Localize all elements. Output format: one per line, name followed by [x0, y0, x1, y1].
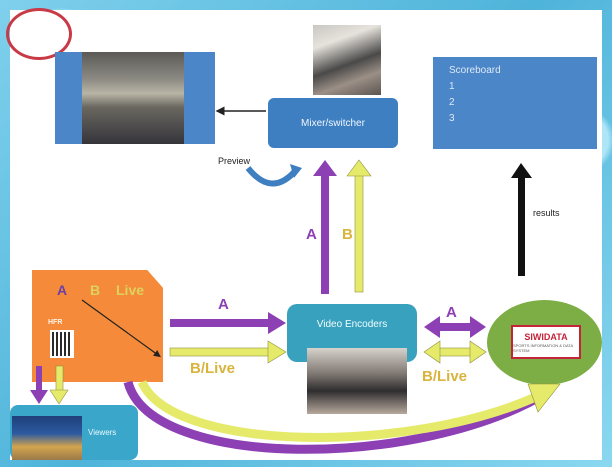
a-up-arrow-shaft [321, 174, 329, 294]
b-live-right-label: B/Live [422, 368, 468, 385]
preview-loop-head [290, 164, 302, 178]
swoosh-yellow [137, 379, 542, 442]
mixer-photo [313, 25, 381, 95]
a-up-arrow-head [313, 160, 337, 176]
field-label-b: B [90, 282, 101, 298]
viewers-photo [12, 416, 82, 460]
a-right-arrow-shaft [438, 323, 472, 331]
a-mid-arrow-shaft [170, 319, 270, 327]
qr-code-icon [50, 330, 74, 358]
b-mid-arrow-shaft [169, 347, 271, 357]
viewers-purple-shaft [36, 366, 42, 392]
a-right-label: A [446, 304, 457, 321]
field-label-a: A [57, 282, 68, 298]
a-right-arrow-head-left [424, 316, 440, 338]
encoders-label: Video Encoders [316, 318, 388, 330]
siwidata-label: SIWIDATA [524, 331, 568, 342]
b-right-arrow-shaft [437, 347, 473, 357]
field-pointer-line [81, 299, 161, 358]
highlight-circle [6, 8, 72, 60]
b-up-arrow-head [346, 159, 372, 177]
scoreboard-item: 3 [449, 113, 455, 124]
a-up-label: A [306, 226, 317, 243]
results-label: results [533, 208, 560, 218]
a-mid-label: A [218, 296, 229, 313]
viewers-yellow-head [49, 389, 69, 405]
swoosh-purple [123, 380, 551, 454]
scoreboard-title: Scoreboard [449, 65, 501, 76]
b-up-arrow-shaft [354, 173, 364, 293]
b-right-arrow-head-left [423, 340, 441, 364]
preview-loop-arrow [245, 166, 299, 187]
viewers-purple-head [30, 390, 48, 404]
siwidata-logo: SIWIDATA SPORTS INFORMATION & DATA SYSTE… [511, 325, 581, 359]
siwidata-subtitle: SPORTS INFORMATION & DATA SYSTEM [513, 342, 573, 353]
a-mid-arrow-head [268, 312, 286, 334]
b-right-arrow-head-right [469, 340, 487, 364]
field-hfr-label: HFR [48, 319, 63, 326]
mixer-label: Mixer/switcher [301, 117, 365, 129]
viewers-label: Viewers [88, 428, 117, 437]
results-arrow-shaft [518, 176, 525, 276]
field-label-live: Live [116, 282, 145, 298]
b-up-label: B [342, 226, 353, 243]
a-right-arrow-head-right [470, 316, 486, 338]
b-mid-arrow-head [267, 340, 287, 364]
scoreboard-node: Scoreboard 1 2 3 [433, 57, 597, 149]
sports-field-node [32, 270, 163, 382]
preview-photo [82, 52, 184, 144]
viewers-yellow-shaft [55, 365, 64, 393]
mixer-switcher-node: Mixer/switcher [268, 98, 398, 148]
b-live-mid-label: B/Live [190, 360, 236, 377]
swoosh-head [527, 383, 561, 413]
encoders-photo [307, 348, 407, 414]
preview-label: Preview [218, 156, 251, 166]
results-arrow-head [511, 163, 532, 178]
scoreboard-item: 1 [449, 81, 455, 92]
scoreboard-item: 2 [449, 97, 455, 108]
